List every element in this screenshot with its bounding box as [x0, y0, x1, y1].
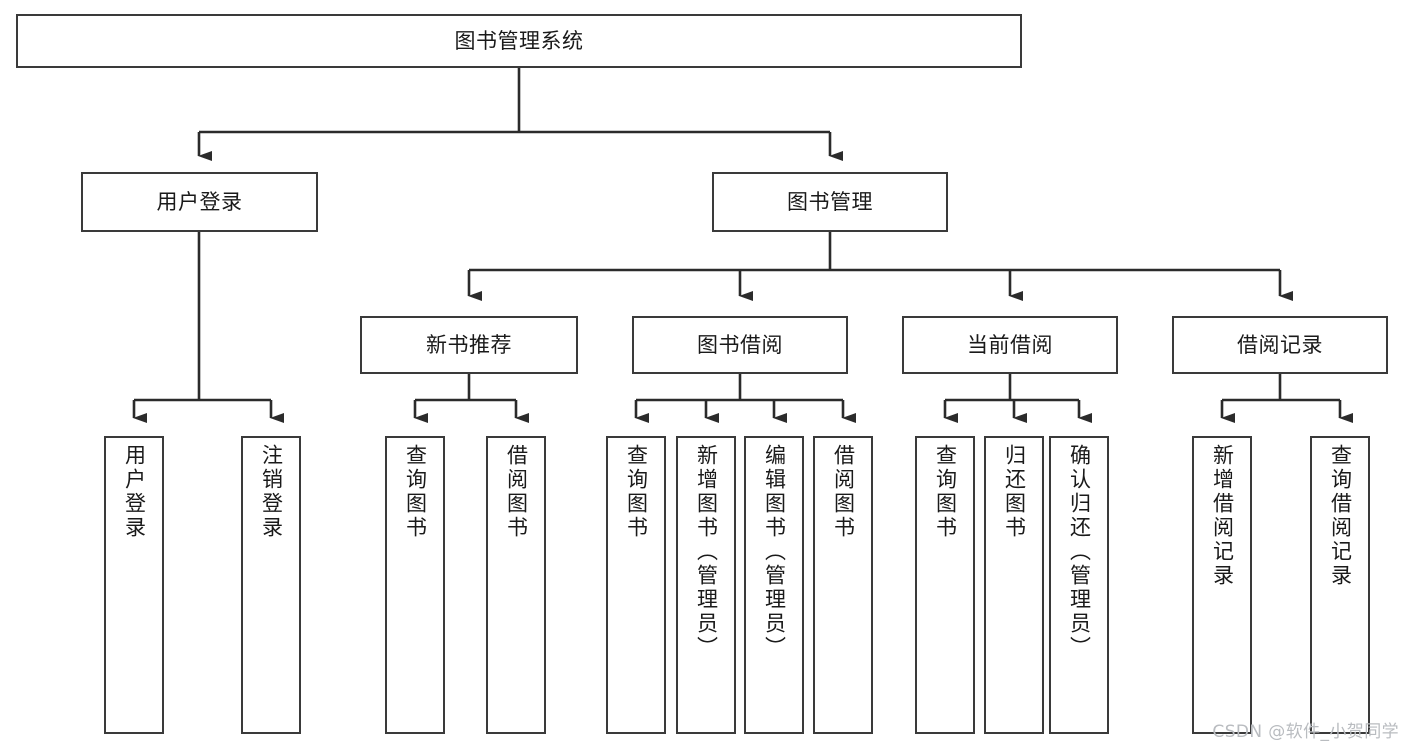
- connector-group-current-borrow: [943, 374, 1092, 423]
- node-new-book-recommend-label: 新书推荐: [426, 332, 512, 357]
- node-leaf-user-login-label: 用户登录: [122, 444, 147, 540]
- node-leaf-return-book[interactable]: 归还图书: [984, 436, 1044, 734]
- node-book-borrow-label: 图书借阅: [697, 332, 783, 357]
- node-book-manage-label: 图书管理: [787, 189, 873, 214]
- node-user-login[interactable]: 用户登录: [81, 172, 318, 232]
- node-book-borrow[interactable]: 图书借阅: [632, 316, 848, 374]
- connector-group-user-login: [132, 232, 284, 423]
- node-borrow-record-label: 借阅记录: [1237, 332, 1323, 357]
- node-leaf-add-record[interactable]: 新增借阅记录: [1192, 436, 1252, 734]
- node-leaf-user-logout[interactable]: 注销登录: [241, 436, 301, 734]
- node-user-login-label: 用户登录: [156, 189, 243, 214]
- node-leaf-query-book-new[interactable]: 查询图书: [385, 436, 445, 734]
- node-leaf-add-book[interactable]: 新增图书（管理员）: [676, 436, 736, 734]
- node-root[interactable]: 图书管理系统: [16, 14, 1022, 68]
- node-book-manage[interactable]: 图书管理: [712, 172, 948, 232]
- node-leaf-confirm-return-label: 确认归还（管理员）: [1067, 444, 1092, 660]
- node-borrow-record[interactable]: 借阅记录: [1172, 316, 1388, 374]
- node-current-borrow-label: 当前借阅: [967, 332, 1053, 357]
- node-leaf-borrow-book-new-label: 借阅图书: [504, 444, 529, 540]
- node-leaf-edit-book[interactable]: 编辑图书（管理员）: [744, 436, 804, 734]
- node-leaf-query-book-new-label: 查询图书: [403, 444, 428, 540]
- node-leaf-confirm-return[interactable]: 确认归还（管理员）: [1049, 436, 1109, 734]
- connector-group-root: [197, 68, 843, 161]
- connector-group-book-borrow: [634, 374, 856, 423]
- node-root-label: 图书管理系统: [454, 28, 584, 53]
- node-leaf-add-record-label: 新增借阅记录: [1210, 444, 1235, 588]
- node-leaf-borrow-book-new[interactable]: 借阅图书: [486, 436, 546, 734]
- node-leaf-user-logout-label: 注销登录: [259, 444, 284, 540]
- connector-group-book-manage: [467, 232, 1293, 301]
- node-new-book-recommend[interactable]: 新书推荐: [360, 316, 578, 374]
- node-leaf-borrow-book[interactable]: 借阅图书: [813, 436, 873, 734]
- node-leaf-add-book-label: 新增图书（管理员）: [694, 444, 719, 660]
- connector-group-new-book: [413, 374, 529, 423]
- node-leaf-query-record-label: 查询借阅记录: [1328, 444, 1353, 588]
- node-leaf-query-record[interactable]: 查询借阅记录: [1310, 436, 1370, 734]
- node-current-borrow[interactable]: 当前借阅: [902, 316, 1118, 374]
- node-leaf-query-book[interactable]: 查询图书: [606, 436, 666, 734]
- node-leaf-query-book-cur-label: 查询图书: [933, 444, 958, 540]
- node-leaf-query-book-label: 查询图书: [624, 444, 649, 540]
- node-leaf-edit-book-label: 编辑图书（管理员）: [762, 444, 787, 660]
- connector-group-borrow-record: [1220, 374, 1353, 423]
- node-leaf-query-book-cur[interactable]: 查询图书: [915, 436, 975, 734]
- node-leaf-borrow-book-label: 借阅图书: [831, 444, 856, 540]
- node-leaf-user-login[interactable]: 用户登录: [104, 436, 164, 734]
- node-leaf-return-book-label: 归还图书: [1002, 444, 1027, 540]
